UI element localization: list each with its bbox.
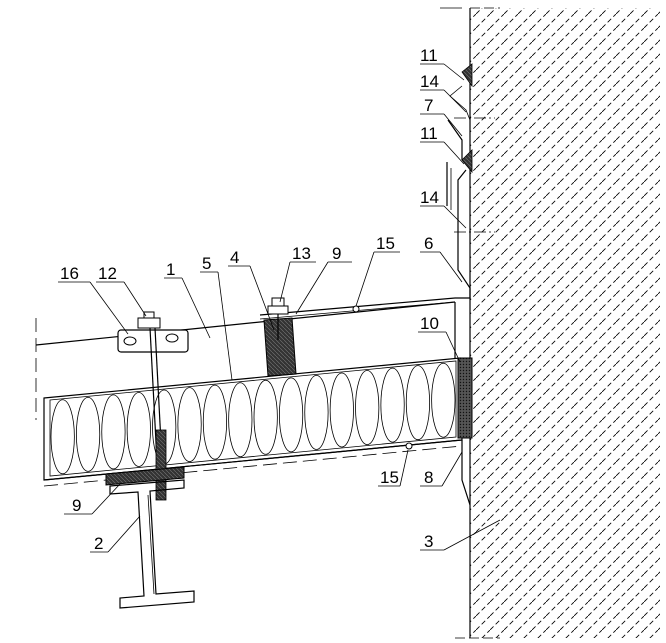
insulation-fibre-loop	[355, 370, 380, 445]
wall-fixing-marks	[454, 117, 495, 233]
concrete-wall	[440, 7, 660, 639]
insulation-fibre-loop	[405, 365, 431, 441]
insulation-fibre-loop	[177, 387, 202, 462]
callout-8: 8	[424, 468, 433, 487]
wall-seal	[457, 357, 473, 439]
sealant-beads	[461, 63, 473, 174]
callout-15-upper: 15	[376, 234, 395, 253]
insulation-fibre-loop	[50, 399, 75, 475]
insulation-fibre-loop	[304, 375, 329, 450]
callout-11-lower: 11	[420, 124, 438, 143]
callout-9-lower: 9	[72, 496, 81, 515]
insulation-fibre-loop	[126, 392, 151, 467]
insulation-fibre-loop	[253, 379, 278, 455]
upper-sheet	[35, 301, 456, 420]
insulation-fibre-loop	[75, 396, 101, 472]
spacer-fastener	[267, 297, 289, 340]
callout-2: 2	[94, 534, 103, 553]
callout-3: 3	[424, 532, 433, 551]
callout-16: 16	[60, 264, 79, 283]
insulation-fibre-loop	[380, 367, 405, 443]
insulation-fibre-loop	[329, 372, 354, 448]
callout-12: 12	[98, 264, 117, 283]
insulation-fibre-loop	[431, 362, 456, 438]
callout-13: 13	[292, 244, 311, 263]
callout-9-upper: 9	[332, 244, 341, 263]
callout-10: 10	[420, 314, 439, 333]
insulation-fibre-loop	[228, 382, 253, 458]
spacer-block	[263, 317, 297, 377]
callout-7: 7	[424, 96, 433, 115]
insulation-fibre-loop	[202, 384, 228, 460]
callout-15-lower: 15	[380, 468, 399, 487]
callout-labels: 11 14 7 11 14 6 16 12 1 5 4 13 9 15 10 1…	[60, 46, 439, 553]
callout-14-lower: 14	[420, 188, 439, 207]
callout-1: 1	[166, 260, 175, 279]
bolt-bracket	[117, 311, 189, 501]
callout-14-upper: 14	[420, 72, 439, 91]
callout-6: 6	[424, 234, 433, 253]
callout-11-upper: 11	[420, 46, 438, 65]
insulation-fibre-loop	[278, 377, 304, 453]
callout-4: 4	[230, 248, 239, 267]
insulation	[43, 357, 463, 481]
insulation-fibre-loop	[101, 394, 126, 470]
steel-purlin	[105, 466, 195, 609]
leader-lines	[58, 63, 501, 553]
callout-5: 5	[202, 254, 211, 273]
